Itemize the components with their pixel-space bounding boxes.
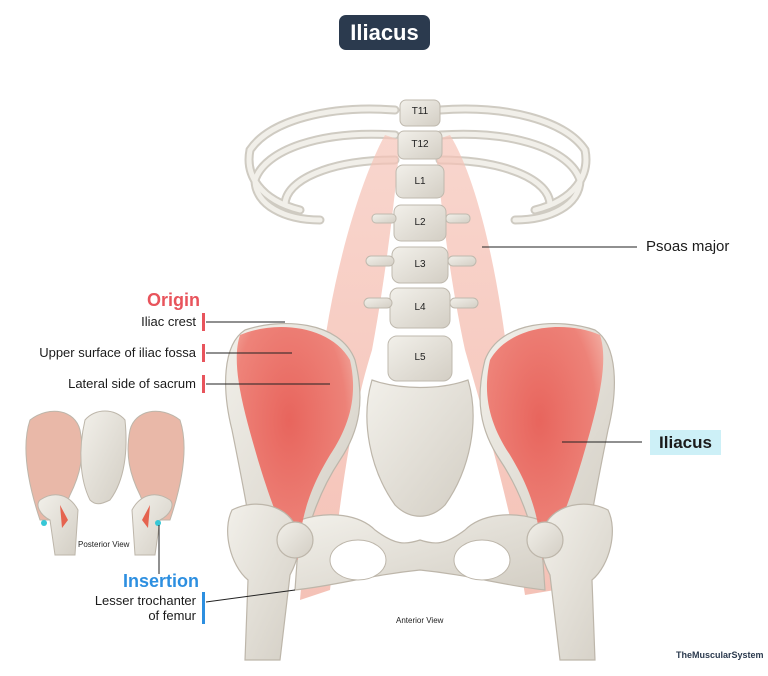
- vertebra-label-t12: T12: [411, 139, 429, 150]
- obturator-foramina: [329, 539, 511, 581]
- femurs: [227, 503, 613, 661]
- origin-marker: [202, 344, 205, 362]
- vertebra-label-l2: L2: [414, 217, 426, 228]
- iliacus-muscles: [236, 327, 604, 560]
- insertion-marker: [202, 592, 205, 624]
- vertebra-label-l1: L1: [414, 176, 426, 187]
- page-title: Iliacus: [339, 15, 430, 50]
- origin-marker: [202, 313, 205, 331]
- insertion-line-1: Lesser trochanter: [94, 593, 196, 608]
- insertion-line-2: of femur: [148, 608, 196, 623]
- vertebral-column: [363, 99, 479, 382]
- origin-item-iliac-fossa: Upper surface of iliac fossa: [39, 345, 196, 360]
- leader-lines: [158, 246, 642, 603]
- vertebra-label-l4: L4: [414, 302, 426, 313]
- origin-item-iliac-crest: Iliac crest: [141, 314, 196, 329]
- iliacus-label: Iliacus: [650, 430, 721, 455]
- origin-marker: [202, 375, 205, 393]
- origin-heading: Origin: [147, 290, 200, 310]
- insertion-heading: Insertion: [123, 571, 200, 591]
- anterior-view-caption: Anterior View: [396, 616, 444, 625]
- vertebra-label-l3: L3: [414, 259, 426, 270]
- psoas-major-label: Psoas major: [646, 238, 730, 255]
- origin-item-sacrum: Lateral side of sacrum: [68, 376, 196, 391]
- vertebra-label-l5: L5: [414, 352, 426, 363]
- vertebra-label-t11: T11: [411, 106, 429, 117]
- brand-logo: TheMuscularSystem: [676, 650, 764, 660]
- posterior-view-caption: Posterior View: [78, 540, 130, 549]
- posterior-view-inset: [25, 410, 185, 556]
